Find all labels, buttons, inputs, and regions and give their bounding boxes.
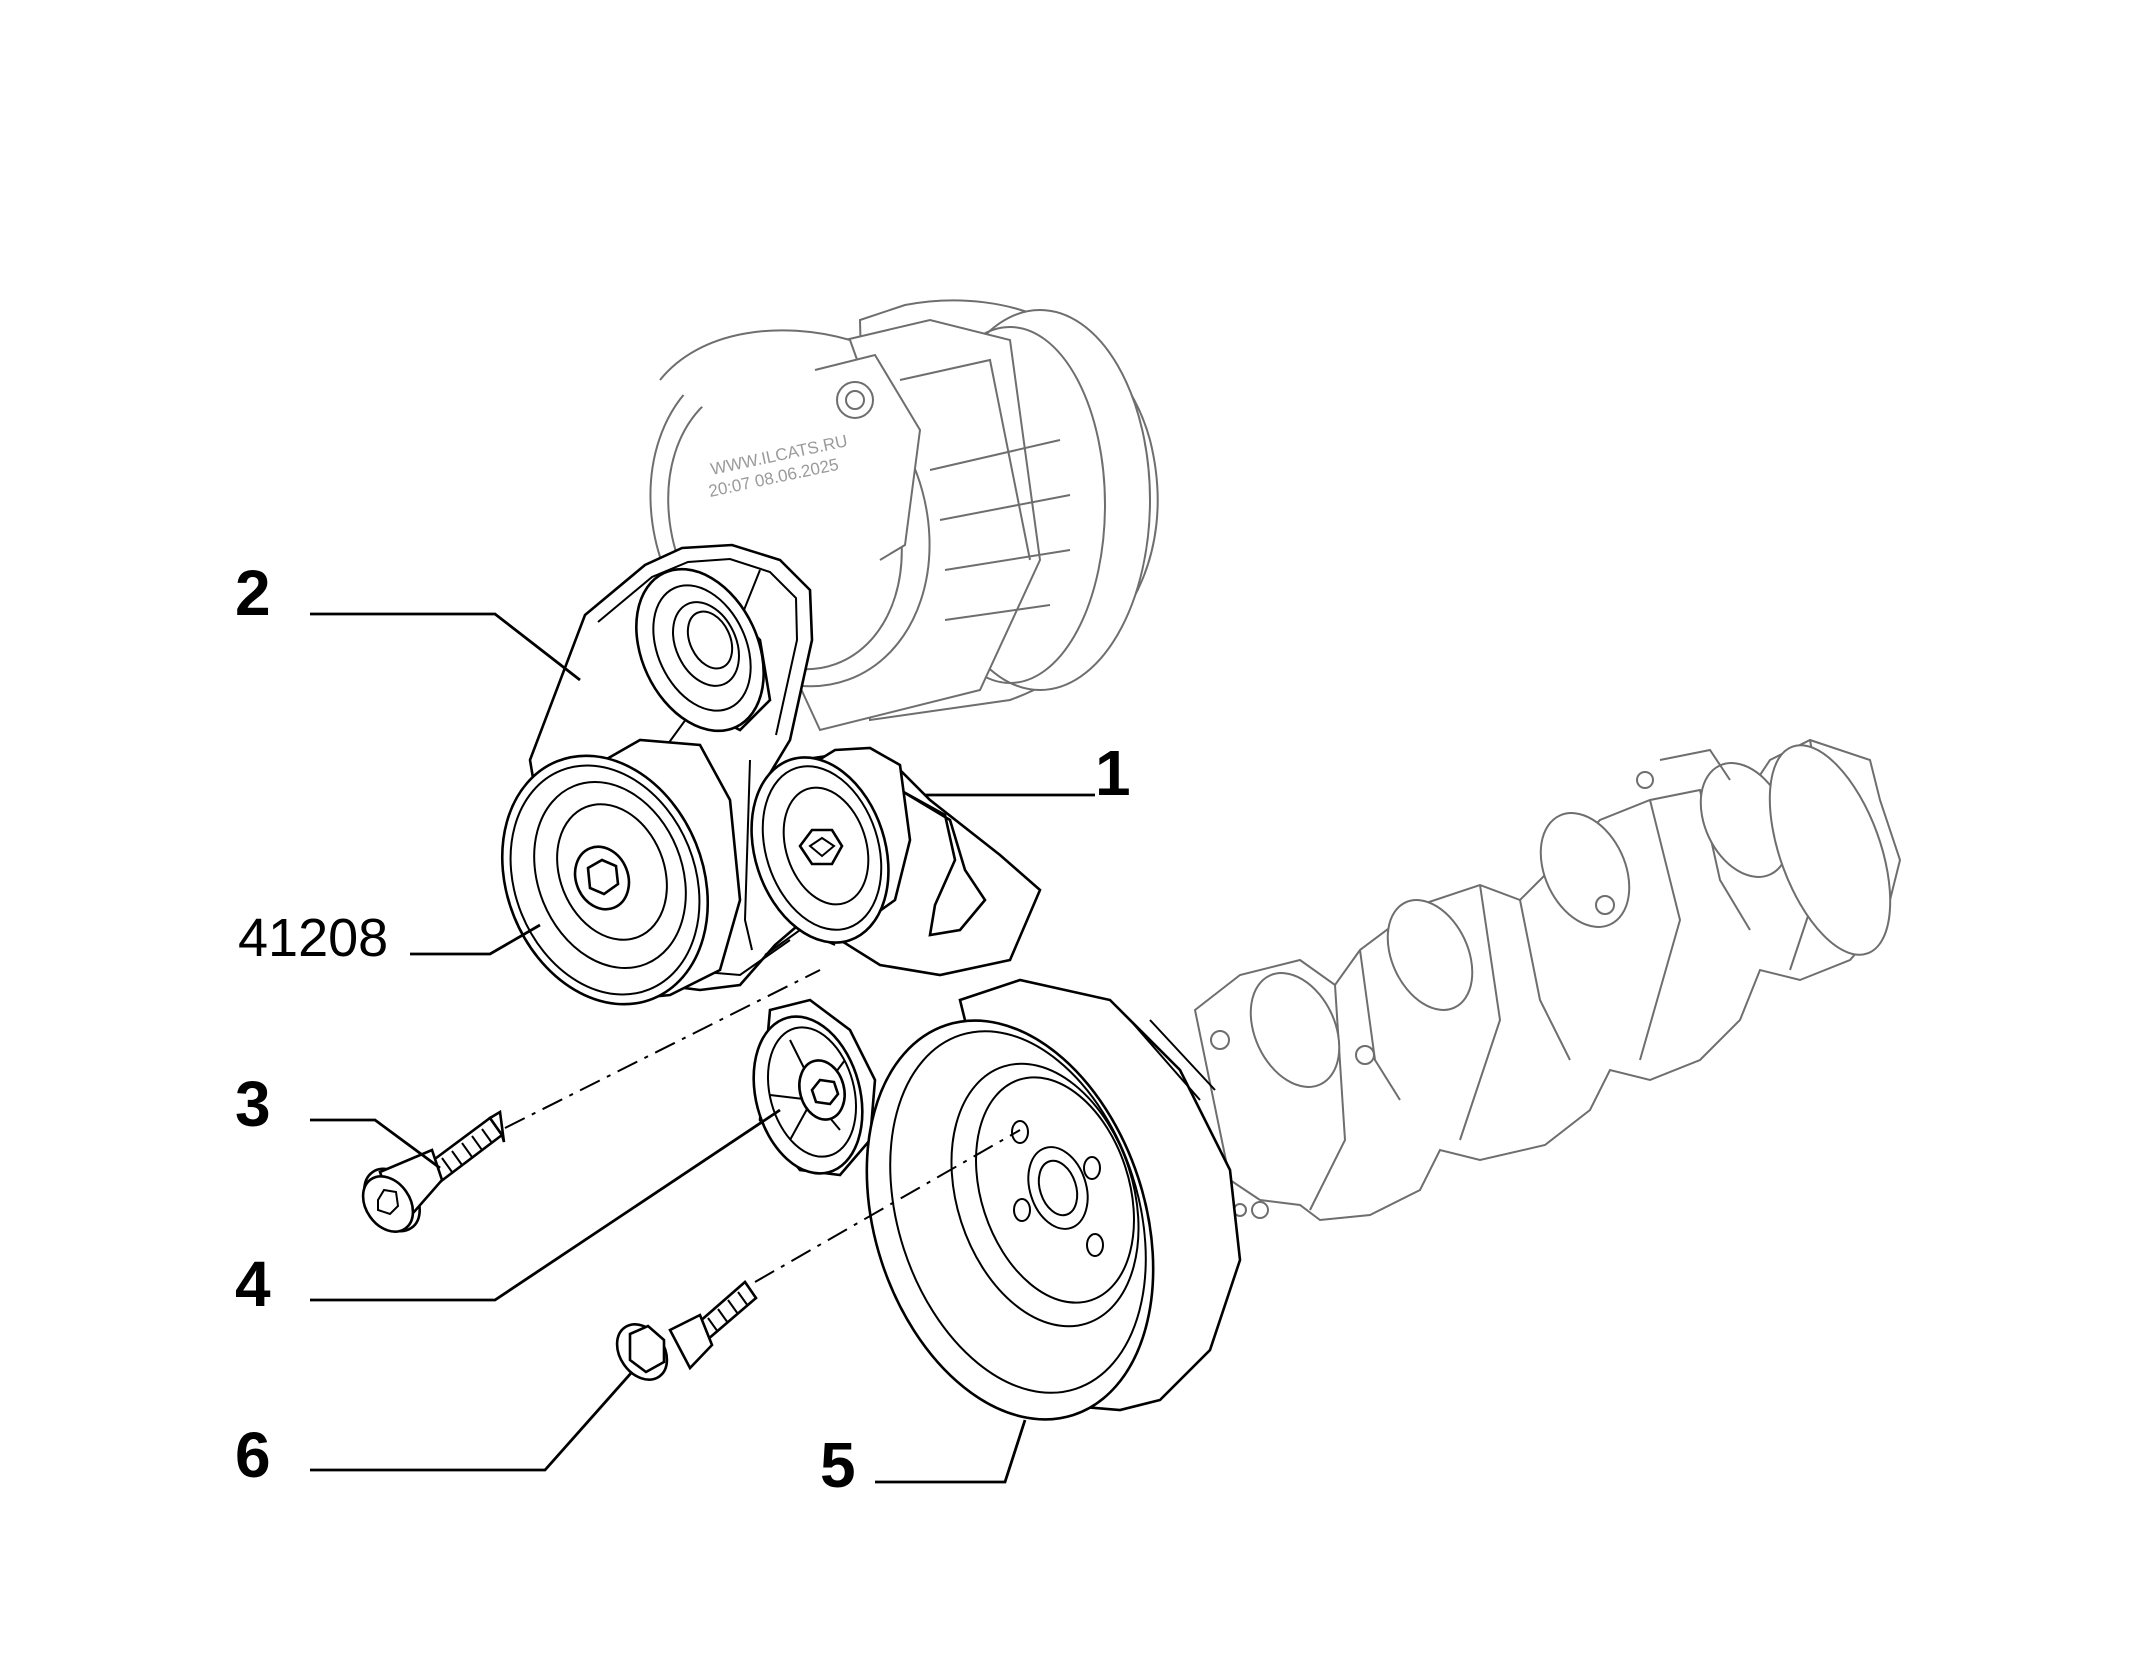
- leader-6: [310, 1371, 634, 1472]
- leader-5: [875, 1419, 1027, 1484]
- belt-tensioner: [750, 746, 987, 944]
- tensioner-pulley: [500, 738, 742, 1006]
- idler-pulley: [752, 998, 877, 1177]
- axis-lines: [504, 969, 1021, 1283]
- leader-2: [310, 612, 581, 682]
- callout-1: 1: [1095, 737, 1131, 809]
- callout-2: 2: [235, 557, 271, 629]
- reference-41208: 41208: [238, 908, 388, 968]
- leader-41208: [410, 923, 541, 956]
- leader-4: [310, 1108, 781, 1302]
- alternator-pulley: [635, 567, 772, 733]
- leader-3: [310, 1118, 441, 1170]
- crankshaft-pulley: [865, 978, 1242, 1421]
- callout-4: 4: [235, 1248, 271, 1320]
- callout-labels: 2 1 41208 3 4 6 5: [235, 557, 1131, 1501]
- callout-5: 5: [820, 1429, 856, 1501]
- callout-3: 3: [235, 1068, 271, 1140]
- leader-lines: [310, 612, 1095, 1484]
- flange-hex-bolt: [615, 1280, 758, 1381]
- callout-6: 6: [235, 1419, 271, 1491]
- crankshaft: [1193, 738, 1902, 1222]
- socket-head-bolt: [361, 1109, 506, 1233]
